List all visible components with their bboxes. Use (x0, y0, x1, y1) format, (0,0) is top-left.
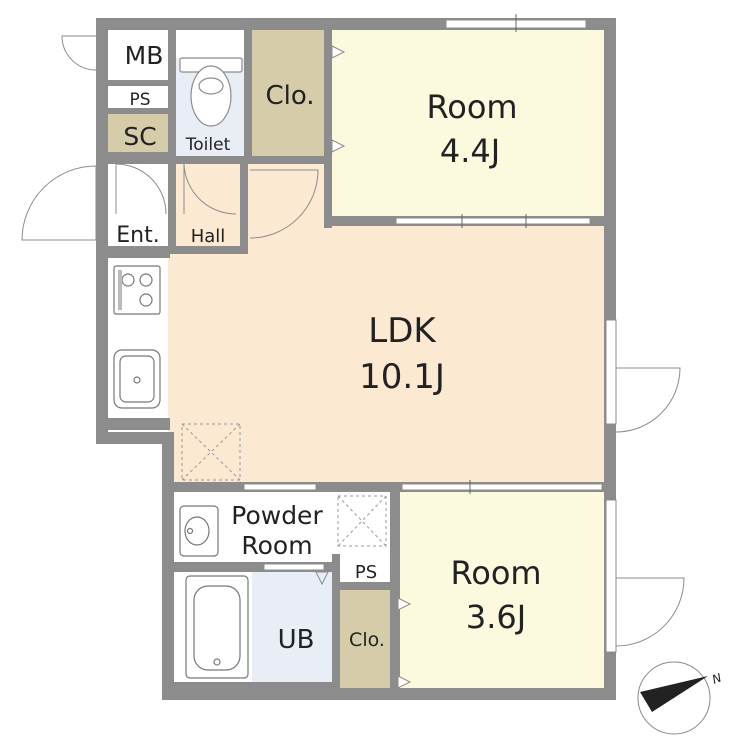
wall-ps-left (332, 554, 340, 690)
sliding-door-room-bottom (401, 483, 603, 491)
washer-space (337, 495, 387, 547)
labels: MB PS SC Toilet Clo. Room 4.4J Ent. Hall… (116, 41, 541, 655)
wall-ps-sc (108, 108, 172, 114)
kitchen-counter-edge (108, 254, 170, 258)
wall-ent-hall (168, 164, 176, 250)
door-room-bottom-right (615, 577, 685, 647)
label-sc: SC (123, 122, 156, 151)
label-powder-line2: Room (241, 531, 312, 560)
door-mb (61, 35, 97, 71)
door-ldk-right (615, 367, 681, 433)
wall-bottom (162, 688, 616, 700)
wall-left-lower (162, 432, 174, 700)
compass-north-label: N (710, 671, 723, 687)
window-powder (243, 483, 317, 491)
wall-hall-right-pier (240, 164, 248, 254)
wall-toilet-closet (244, 28, 252, 164)
wall-powder-right (390, 490, 400, 690)
wall-ldk-bottom (174, 482, 606, 492)
kitchen-bottom (108, 418, 170, 430)
door-entrance (21, 165, 97, 241)
ub-floor (252, 572, 332, 682)
wall-ub-bottom (174, 682, 340, 690)
door-hall (249, 169, 319, 239)
label-ldk-name: LDK (368, 311, 437, 351)
wall-left-notch (96, 432, 174, 444)
openings (243, 14, 617, 653)
room-top-floor (330, 28, 606, 218)
window-room-bottom-right (605, 499, 617, 653)
wall-left-upper (96, 18, 108, 444)
label-room-top-size: 4.4J (440, 132, 500, 170)
label-powder-line1: Powder (231, 501, 323, 530)
door-ub (315, 571, 329, 586)
label-ldk-size: 10.1J (359, 357, 445, 397)
label-room-bottom-size: 3.6J (466, 598, 526, 636)
label-room-bottom-name: Room (450, 554, 541, 592)
wall-mb-toilet (168, 28, 176, 164)
label-room-top-name: Room (426, 88, 517, 126)
label-ps-bottom: PS (355, 562, 377, 583)
wall-ps-bottom (340, 582, 392, 590)
floor-fills (106, 28, 606, 690)
doors (21, 35, 685, 647)
wall-powder-ub (174, 562, 332, 572)
sink-icon (113, 349, 161, 409)
closet-bottom-floor (340, 590, 396, 690)
label-mb: MB (125, 41, 164, 70)
door-toilet (183, 163, 237, 215)
room-bottom-floor (400, 490, 606, 690)
wall-closet-room (324, 28, 332, 228)
ldk-floor (168, 222, 606, 484)
label-hall: Hall (191, 226, 226, 247)
bathtub-icon (185, 575, 249, 679)
wall-toilet-bottom (176, 156, 326, 164)
label-ub: UB (278, 625, 315, 655)
washbasin-icon (179, 505, 219, 557)
wall-sc-ent (108, 152, 176, 164)
fixtures (113, 57, 387, 679)
hall-floor (176, 164, 326, 246)
label-entrance: Ent. (116, 223, 159, 248)
label-closet-top: Clo. (265, 81, 314, 111)
label-closet-bottom: Clo. (349, 629, 385, 651)
sliding-door-room-top (395, 217, 591, 225)
fridge-space (181, 423, 241, 481)
window-ldk-right (605, 319, 617, 425)
door-ent-inner (115, 163, 167, 215)
wall-hall-bottom (108, 246, 248, 254)
closet-top-floor (252, 28, 326, 156)
compass-arrow-icon (640, 676, 708, 712)
sc-floor (106, 112, 170, 154)
closet-markers (331, 45, 412, 689)
stove-icon (113, 265, 161, 315)
label-ps-top: PS (129, 90, 150, 110)
wall-mb-ps (108, 80, 172, 86)
window-ub (263, 563, 325, 571)
label-toilet: Toilet (185, 135, 231, 155)
toilet-fixture (179, 57, 243, 127)
entrance-floor (108, 164, 168, 246)
compass: N (637, 661, 723, 735)
